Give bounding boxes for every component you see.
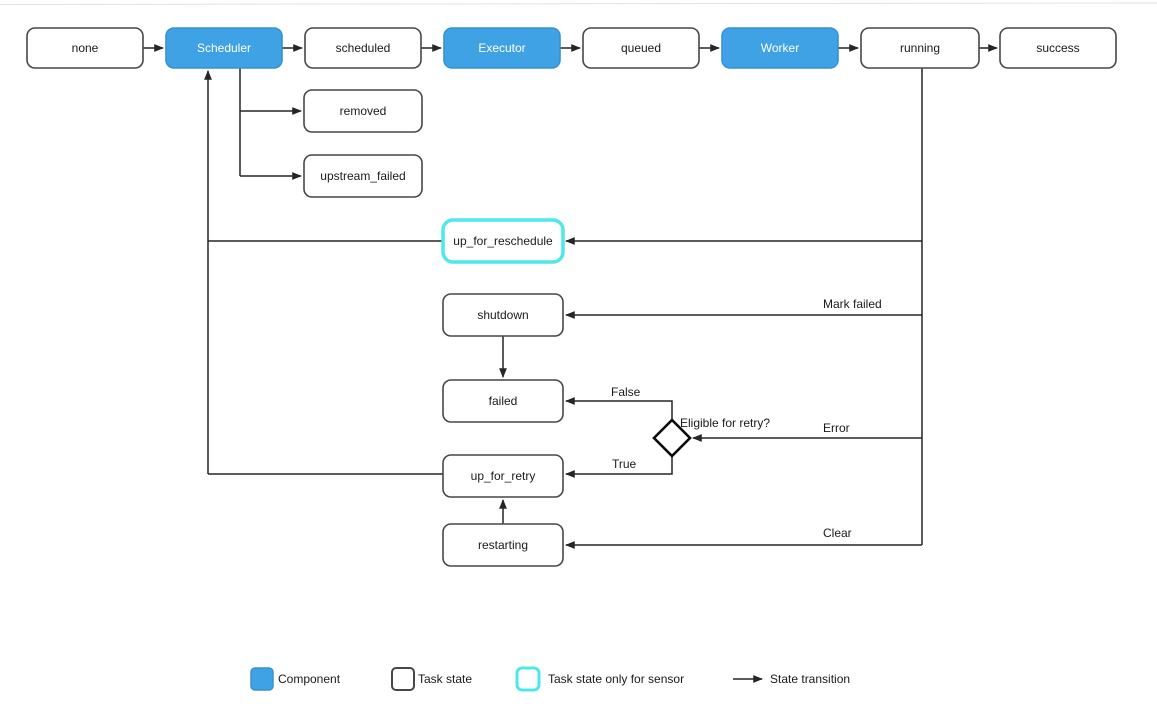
node-failed: failed <box>442 379 564 423</box>
edge-label-clear: Clear <box>823 526 852 540</box>
node-up-for-retry-label: up_for_retry <box>471 469 536 483</box>
node-success: success <box>999 27 1117 69</box>
node-restarting-label: restarting <box>478 538 528 552</box>
node-queued-box <box>582 27 700 69</box>
node-removed-box <box>303 89 423 133</box>
edge-label-false: False <box>611 385 641 399</box>
node-up-for-retry: up_for_retry <box>442 454 564 498</box>
node-failed-box <box>442 379 564 423</box>
node-success-box <box>999 27 1117 69</box>
decision-label: Eligible for retry? <box>680 416 770 430</box>
node-up-for-reschedule-box <box>441 218 565 264</box>
node-running-box <box>860 27 980 69</box>
node-worker: Worker <box>721 27 839 69</box>
component-swatch <box>250 667 274 691</box>
node-scheduled-label: scheduled <box>336 41 391 55</box>
node-queued-label: queued <box>621 41 661 55</box>
legend-component-label: Component <box>278 672 341 686</box>
legend-sensor-label: Task state only for sensor <box>548 672 684 686</box>
node-running: running <box>860 27 980 69</box>
node-executor: Executor <box>443 27 561 69</box>
node-scheduler: Scheduler <box>165 27 283 69</box>
node-scheduled: scheduled <box>304 27 422 69</box>
node-worker-box <box>721 27 839 69</box>
node-running-label: running <box>900 41 940 55</box>
legend-item-transition: State transition <box>733 672 850 686</box>
node-scheduler-label: Scheduler <box>197 41 251 55</box>
legend-item-task-state: Task state <box>391 667 472 691</box>
node-upstream-failed-box <box>303 154 423 198</box>
node-removed-label: removed <box>340 104 387 118</box>
decision-diamond-shape <box>652 418 692 458</box>
node-shutdown-label: shutdown <box>477 308 528 322</box>
edge-label-true: True <box>612 457 637 471</box>
legend-item-sensor: Task state only for sensor <box>515 666 684 692</box>
edge-label-mark-failed: Mark failed <box>823 297 882 311</box>
edge-label-error: Error <box>823 421 850 435</box>
edge-decision-false-to-failed <box>565 397 673 420</box>
node-failed-label: failed <box>489 394 518 408</box>
legend-transition-label: State transition <box>770 672 850 686</box>
node-scheduler-box <box>165 27 283 69</box>
legend-task-state-label: Task state <box>418 672 472 686</box>
task-state-swatch <box>391 667 415 691</box>
legend-item-component: Component <box>250 667 341 691</box>
node-up-for-reschedule: up_for_reschedule <box>441 218 565 264</box>
node-shutdown: shutdown <box>442 293 564 337</box>
node-none-label: none <box>72 41 99 55</box>
sensor-swatch <box>515 666 541 692</box>
node-queued: queued <box>582 27 700 69</box>
decision-eligible-for-retry: Eligible for retry? <box>652 416 770 458</box>
node-upstream-failed: upstream_failed <box>303 154 423 198</box>
edge-decision-true-to-up-for-retry <box>565 456 673 478</box>
state-transitions <box>143 44 998 549</box>
node-worker-label: Worker <box>761 41 799 55</box>
node-scheduled-box <box>304 27 422 69</box>
node-restarting: restarting <box>442 523 564 567</box>
node-restarting-box <box>442 523 564 567</box>
legend: Component Task state Task state only for… <box>250 666 850 692</box>
node-up-for-reschedule-label: up_for_reschedule <box>453 234 553 248</box>
node-up-for-retry-box <box>442 454 564 498</box>
node-none: none <box>26 27 144 69</box>
node-success-label: success <box>1036 41 1079 55</box>
window-divider <box>0 2 1157 5</box>
node-executor-box <box>443 27 561 69</box>
node-executor-label: Executor <box>478 41 525 55</box>
node-none-box <box>26 27 144 69</box>
node-shutdown-box <box>442 293 564 337</box>
node-upstream-failed-label: upstream_failed <box>320 169 405 183</box>
node-removed: removed <box>303 89 423 133</box>
